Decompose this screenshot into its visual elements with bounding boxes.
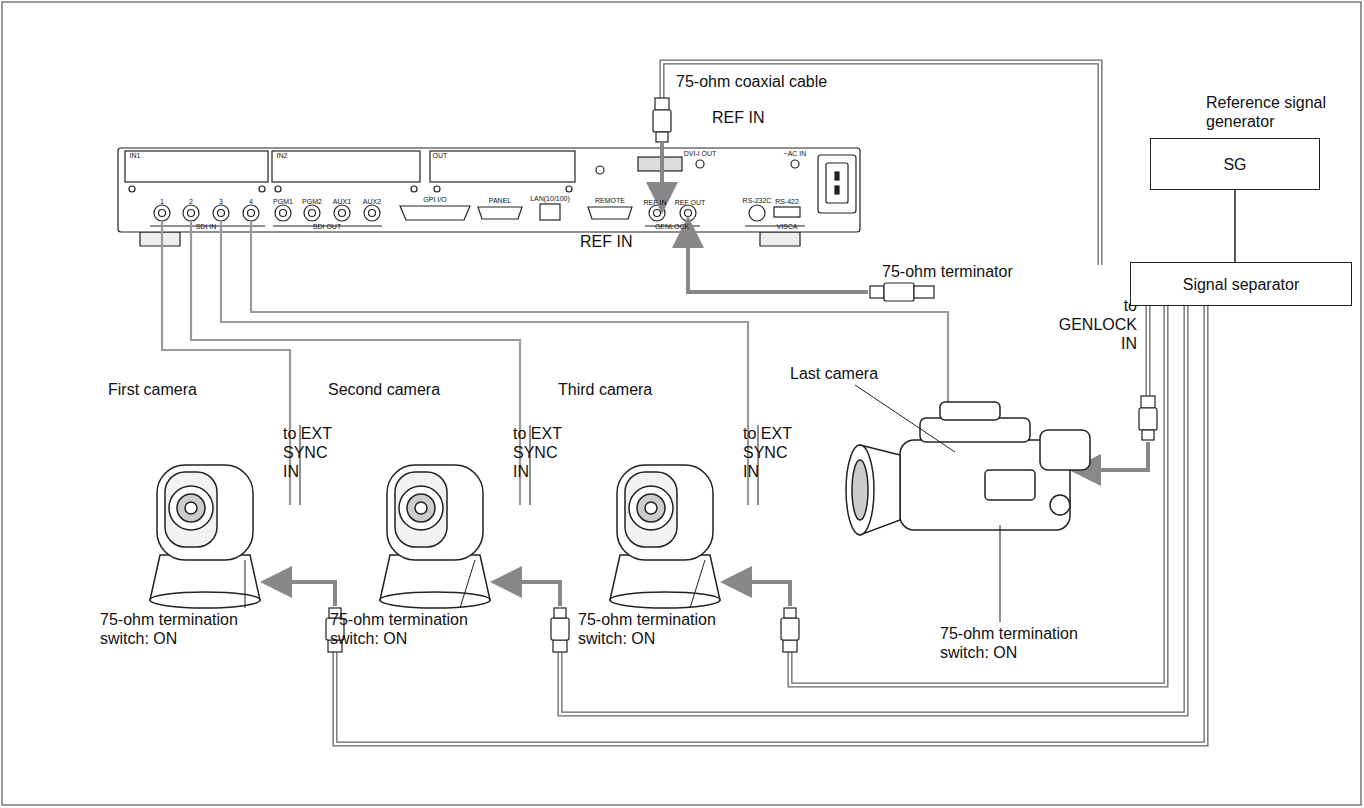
panel-label: RS-422 [775, 198, 799, 206]
callout-label: REF IN [580, 232, 632, 251]
panel-label: IN2 [277, 152, 288, 160]
camera-part [407, 494, 435, 522]
panel-label: RS-232C [743, 197, 772, 205]
callout-label: to EXT SYNC IN [743, 424, 801, 481]
callout-label: 75-ohm coaxial cable [676, 72, 827, 91]
camera-part [157, 465, 253, 560]
callout-label: REF IN [712, 108, 764, 127]
node-text: Signal separator [1183, 275, 1300, 294]
camera-part [380, 592, 490, 608]
signal-arrows [276, 142, 1148, 606]
camera-part [415, 502, 427, 514]
panel-label: PGM2 [302, 198, 322, 206]
panel-label: OUT [433, 152, 448, 160]
camera-part [629, 486, 673, 530]
camera-part [625, 472, 677, 547]
panel-label: AUX1 [333, 198, 351, 206]
switcher-rear-panel [118, 148, 860, 246]
callout-label: 75-ohm termination switch: ON [578, 610, 743, 648]
callout-label: Third camera [558, 380, 652, 399]
camera-part [165, 472, 217, 547]
sdi-cables [162, 222, 948, 505]
panel-label: IN1 [130, 152, 141, 160]
callout-label: First camera [108, 380, 197, 399]
camera-part [637, 494, 665, 522]
panel-label: DVI-I OUT [684, 150, 717, 158]
panel-label: GENLOCK [655, 223, 689, 231]
generator-box: Reference signal generatorSG [1150, 138, 1320, 190]
camera-part [617, 465, 713, 560]
ptz-cameras [150, 465, 720, 608]
node-heading: Reference signal generator [1206, 93, 1356, 131]
panel-label: VISCA [776, 223, 797, 231]
callout-label: 75-ohm termination switch: ON [100, 610, 265, 648]
callout-label: 75-ohm termination switch: ON [330, 610, 495, 648]
leader-lines [245, 385, 1000, 622]
connector-line [1234, 190, 1236, 262]
panel-label: PGM1 [273, 198, 293, 206]
panel-label: LAN(10/100) [530, 195, 570, 203]
node-text: SG [1223, 155, 1246, 174]
camera-part [610, 592, 720, 608]
callout-label: 75-ohm termination switch: ON [940, 624, 1105, 662]
callout-label: 75-ohm terminator [882, 262, 1013, 281]
camera-part [150, 592, 260, 608]
bnc-plugs [326, 98, 1157, 652]
panel-label: ~AC IN [784, 150, 807, 158]
camera-part [177, 494, 205, 522]
panel-label: REF OUT [675, 199, 706, 207]
camera-part [645, 502, 657, 514]
camera-part [185, 502, 197, 514]
callout-label: Last camera [790, 364, 878, 383]
panel-label: GPI I/O [423, 196, 446, 204]
callout-label: to EXT SYNC IN [513, 424, 571, 481]
panel-label: 2 [189, 198, 193, 206]
panel-label: SDI OUT [313, 223, 341, 231]
panel-label: REMOTE [595, 197, 625, 205]
camera-part [169, 486, 213, 530]
camcorder [846, 402, 1090, 535]
callout-label: Second camera [328, 380, 440, 399]
panel-label: 1 [160, 198, 164, 206]
camera-part [387, 465, 483, 560]
camera-part [399, 486, 443, 530]
camera-part [395, 472, 447, 547]
panel-label: 4 [249, 198, 253, 206]
separator-box: Signal separator [1130, 262, 1352, 306]
callout-label: to GENLOCK IN [1055, 296, 1137, 353]
coaxial-cables [335, 62, 1206, 744]
panel-label: AUX2 [363, 198, 381, 206]
callout-label: to EXT SYNC IN [283, 424, 341, 481]
panel-label: REF IN [644, 199, 667, 207]
panel-label: PANEL [489, 197, 511, 205]
panel-label: SDI IN [196, 223, 217, 231]
panel-label: 3 [219, 198, 223, 206]
